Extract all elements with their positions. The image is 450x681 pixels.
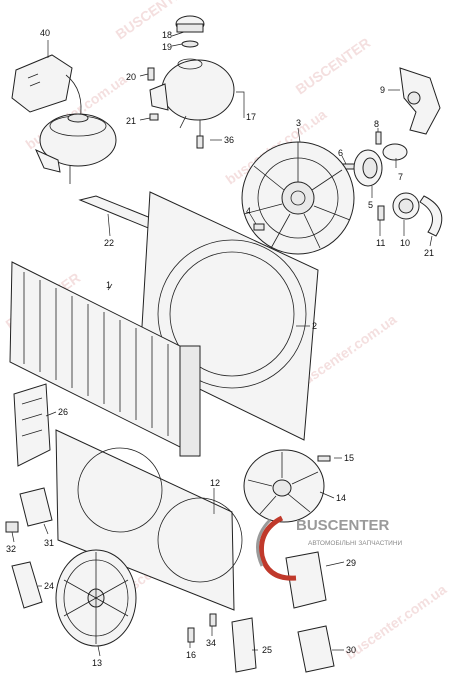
callout-labels: 40 18 19 20 21 17 36 9 8 7 6 5 3 4 11 10… — [6, 28, 434, 668]
watermark-domain: buscenter.com.ua — [343, 581, 450, 663]
callout-12: 12 — [210, 478, 220, 488]
callout-8: 8 — [374, 119, 379, 129]
logo-name: BUSCENTER — [296, 517, 390, 534]
part-20-bolt — [149, 113, 159, 121]
part-28-panel — [13, 383, 51, 467]
part-15-bolt — [317, 455, 331, 462]
callout-17: 17 — [246, 112, 256, 122]
callout-2: 2 — [312, 321, 317, 331]
part-36-bolt — [196, 135, 204, 149]
callout-36: 36 — [224, 135, 234, 145]
leader-lines — [11, 31, 433, 657]
part-10-pulley — [392, 192, 420, 220]
part-4-bolt — [253, 223, 265, 231]
logo-swoosh-icon — [258, 515, 297, 581]
callout-19: 19 — [162, 42, 172, 52]
callout-4: 4 — [246, 206, 251, 216]
callout-30: 30 — [346, 645, 356, 655]
callout-1: 1 — [106, 280, 111, 290]
callout-18: 18 — [162, 30, 172, 40]
buscenter-logo: BUSCENTER АВТОМОБІЛЬНІ ЗАПЧАСТИНИ — [256, 515, 403, 581]
callout-10: 10 — [400, 238, 410, 248]
part-21-bolt — [147, 67, 155, 81]
watermark-text: BUSCENTER — [293, 34, 374, 97]
part-14-fan — [243, 449, 325, 523]
callout-32: 32 — [6, 544, 16, 554]
part-32-clip — [5, 521, 19, 533]
callout-24: 22 — [104, 238, 114, 248]
part-9-bracket — [399, 67, 441, 135]
part-12-fan-frame — [55, 429, 243, 611]
part-reservoir-left — [35, 113, 117, 184]
callout-14: 14 — [336, 493, 346, 503]
callout-3: 3 — [296, 118, 301, 128]
callout-11: 11 — [376, 238, 385, 248]
callout-16: 16 — [186, 650, 196, 660]
callout-29: 29 — [346, 558, 356, 568]
part-29-panel — [285, 551, 327, 609]
callout-15: 15 — [344, 453, 354, 463]
callout-9: 9 — [380, 85, 385, 95]
part-8-bolt — [375, 131, 382, 145]
callout-7: 7 — [398, 172, 403, 182]
part-17-reservoir — [149, 58, 235, 142]
callout-28: 26 — [58, 407, 68, 417]
part-25-bracket — [11, 561, 43, 609]
part-1-radiator — [9, 261, 201, 457]
part-16-bolt — [187, 627, 195, 643]
callout-22: 21 — [424, 248, 434, 258]
callout-13: 13 — [92, 658, 102, 668]
logo-arc-icon — [256, 518, 272, 567]
part-30-panel — [297, 625, 335, 673]
part-34-bolt — [209, 613, 217, 627]
callout-6: 6 — [338, 148, 343, 158]
callout-34: 34 — [206, 638, 216, 648]
part-26-bracket — [231, 617, 257, 673]
part-22-belt — [419, 195, 443, 237]
callout-31: 31 — [44, 538, 54, 548]
part-13-fan-motor — [55, 549, 137, 647]
part-5-viscous-coupling — [353, 149, 383, 187]
part-11-bolt — [377, 205, 385, 221]
callout-21: 20 — [126, 72, 136, 82]
callout-20: 21 — [126, 116, 136, 126]
callout-26: 25 — [262, 645, 272, 655]
logo-subtitle: АВТОМОБІЛЬНІ ЗАПЧАСТИНИ — [308, 540, 403, 547]
part-18-cap — [175, 15, 205, 48]
callout-40: 40 — [40, 28, 50, 38]
callout-5: 5 — [368, 200, 373, 210]
callout-25: 24 — [44, 581, 54, 591]
part-3-fan — [241, 141, 355, 255]
part-31-bracket — [19, 487, 53, 527]
part-7-tensioner — [382, 143, 408, 161]
